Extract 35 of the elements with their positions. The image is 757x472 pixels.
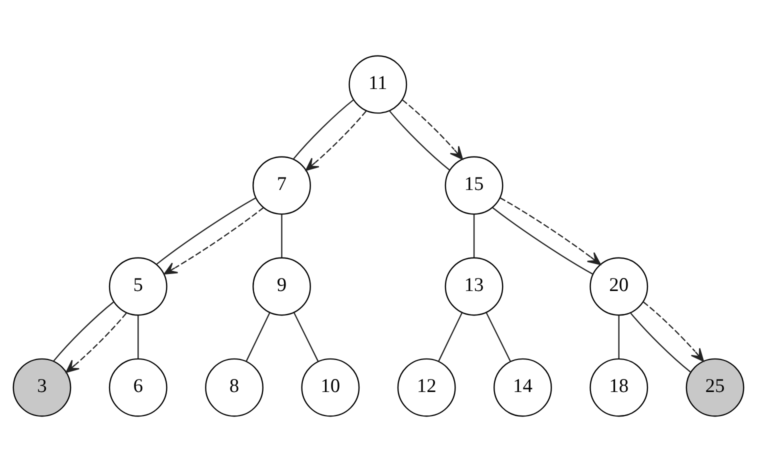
- connector: [156, 197, 256, 265]
- connector: [630, 312, 692, 373]
- node-circle: 20: [590, 257, 648, 316]
- node-circle: 9: [252, 257, 311, 316]
- connector: [293, 312, 319, 362]
- connector: [138, 315, 139, 359]
- connector: [492, 207, 594, 275]
- arrow: [164, 207, 264, 275]
- arrow: [500, 197, 601, 266]
- node-circle: 12: [397, 358, 456, 417]
- connector: [389, 110, 450, 171]
- connector: [486, 312, 511, 362]
- node-circle: 25: [686, 358, 744, 417]
- node-circle: 8: [205, 358, 264, 417]
- node-circle: 18: [590, 358, 648, 417]
- arrow: [305, 110, 367, 171]
- node-circle: 14: [494, 358, 552, 417]
- node-circle: 7: [252, 156, 311, 215]
- arrow: [66, 312, 127, 373]
- node-circle: 5: [108, 257, 168, 316]
- node-circle: 13: [444, 257, 504, 316]
- node-circle: 11: [348, 55, 408, 114]
- connector: [618, 315, 620, 359]
- connector: [438, 312, 463, 362]
- connector: [281, 214, 282, 258]
- arrow: [642, 301, 704, 362]
- connector: [53, 301, 114, 362]
- arrow: [402, 99, 464, 160]
- node-circle: 15: [444, 156, 504, 215]
- connector: [292, 99, 354, 160]
- node-circle: 10: [301, 358, 360, 417]
- node-circle: 6: [108, 358, 168, 417]
- node-circle: 3: [12, 358, 72, 417]
- connector: [246, 312, 270, 362]
- connector: [473, 214, 475, 258]
